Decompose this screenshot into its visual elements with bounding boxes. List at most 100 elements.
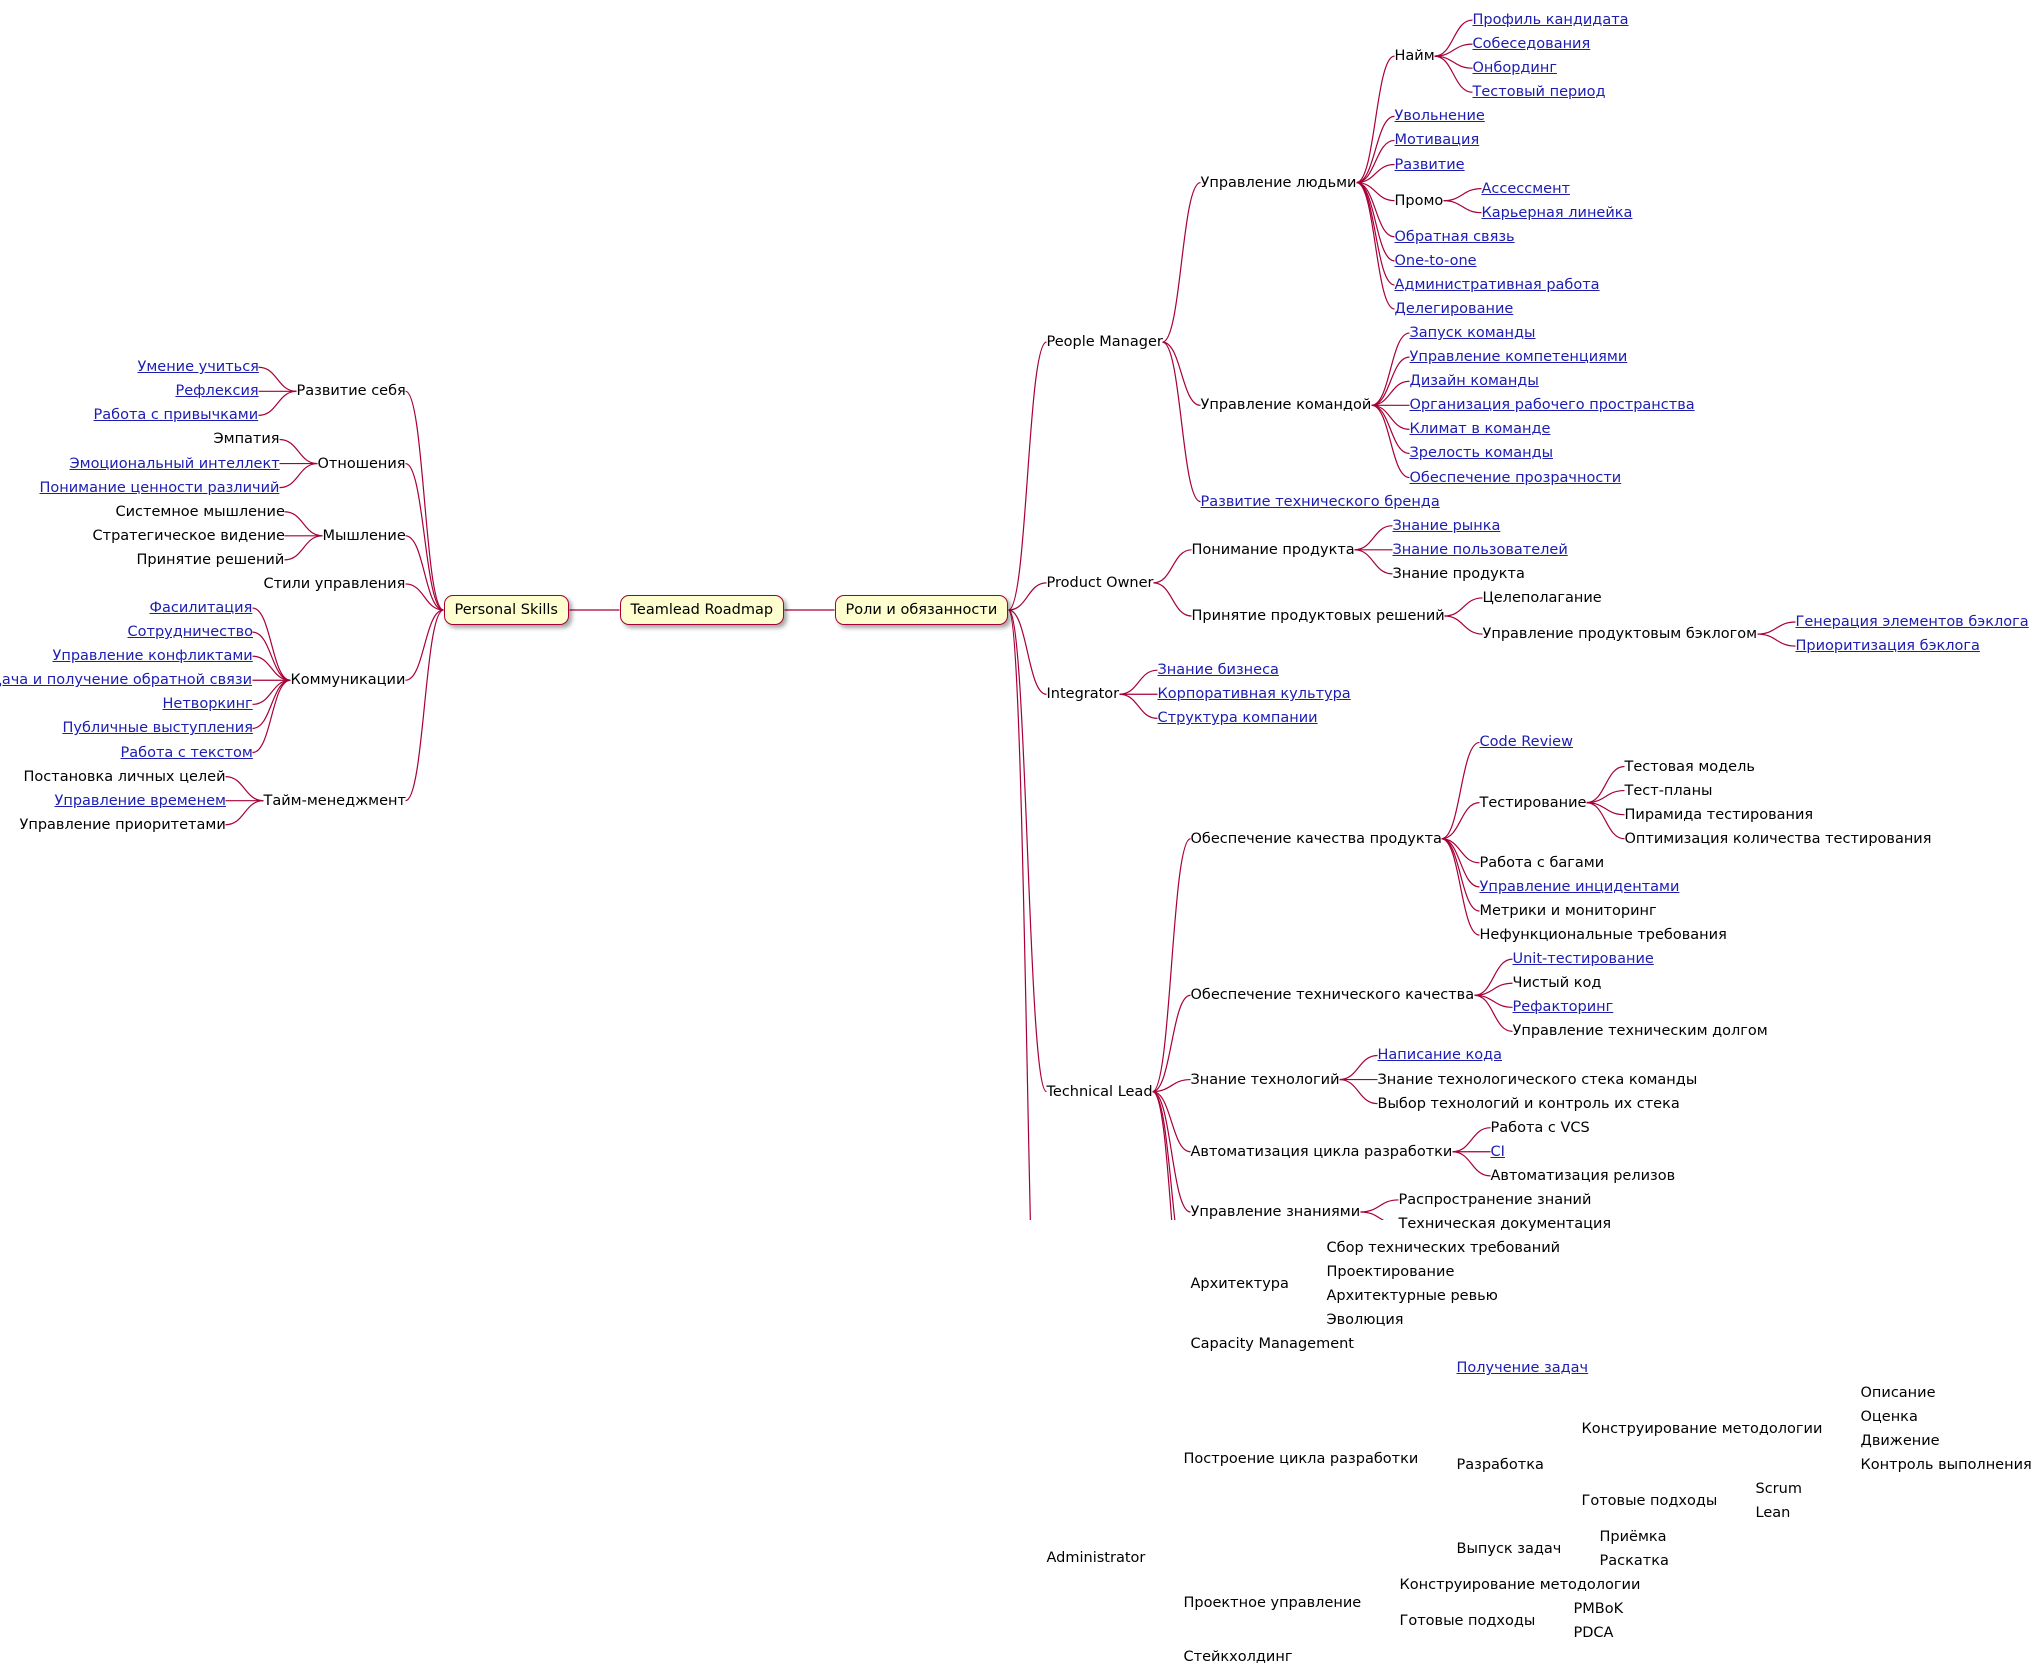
edge-node-публичные-выступления <box>252 679 291 730</box>
node-генерация-элементов-бэклога-link[interactable]: Генерация элементов бэклога <box>1795 614 2029 631</box>
node-pmbok: PMBoK <box>1573 1601 1624 1618</box>
node-корпоративная-культура-link[interactable]: Корпоративная культура <box>1157 686 1351 703</box>
node-тестовый-период-link[interactable]: Тестовый период <box>1472 84 1606 101</box>
edge-node-знание-технологий <box>1152 1078 1191 1093</box>
node-профиль-кандидата-link[interactable]: Профиль кандидата <box>1472 12 1629 29</box>
node-pdca: PDCA <box>1573 1625 1614 1642</box>
node-административная-работа-link[interactable]: Административная работа <box>1394 276 1600 293</box>
node-знание-рынка-link[interactable]: Знание рынка <box>1392 517 1501 534</box>
edge-node-понимание-ценности-различий <box>279 462 318 489</box>
node-развитие-технического-бренда-link[interactable]: Развитие технического бренда <box>1200 493 1440 510</box>
node-техническая-документация: Техническая документация <box>1398 1216 1612 1233</box>
node-работа-с-vcs: Работа с VCS <box>1490 1119 1590 1136</box>
edge-node-administrator <box>1007 609 1031 1220</box>
edge-node-тайм-менеджмент <box>405 609 444 802</box>
node-зрелость-команды-link[interactable]: Зрелость команды <box>1409 445 1554 462</box>
edge-node-тестирование <box>1441 802 1480 840</box>
node-организация-рабочего-пространства-link[interactable]: Организация рабочего пространства <box>1409 397 1695 414</box>
edge-node-обеспечение-качества-продукта <box>1152 838 1191 1093</box>
node-раскатка: Раскатка <box>1599 1553 1669 1570</box>
node-тестовая-модель: Тестовая модель <box>1624 758 1755 775</box>
edge-node-ассессмент <box>1443 187 1482 202</box>
edge-node-приоритизация-бэклога <box>1757 633 1796 647</box>
node-собеседования-link[interactable]: Собеседования <box>1472 36 1591 53</box>
edge-node-эмпатия <box>279 438 318 465</box>
node-сбор-технических-требований: Сбор технических требований <box>1326 1240 1561 1257</box>
edge-node-дизайн-команды <box>1371 380 1410 406</box>
node-мотивация-link[interactable]: Мотивация <box>1394 132 1480 149</box>
edge-node-метрики-и-мониторинг <box>1441 838 1480 912</box>
node-структура-компании-link[interactable]: Структура компании <box>1157 710 1318 727</box>
node-ci-link[interactable]: CI <box>1490 1143 1505 1160</box>
node-климат-в-команде-link[interactable]: Климат в команде <box>1409 421 1551 438</box>
node-управление-временем-link[interactable]: Управление временем <box>54 792 226 809</box>
node-архитектура: Архитектура <box>1190 1276 1289 1293</box>
node-тестирование: Тестирование <box>1479 794 1587 811</box>
node-знание-пользователей-link[interactable]: Знание пользователей <box>1392 541 1568 558</box>
edge-node-принятие-решений <box>284 535 323 561</box>
edge-node-генерация-элементов-бэклога <box>1757 621 1796 635</box>
node-конструирование-методологии: Конструирование методологии <box>1581 1420 1823 1437</box>
node-управление-компетенциями-link[interactable]: Управление компетенциями <box>1409 349 1628 366</box>
node-развитие-link[interactable]: Развитие <box>1394 156 1465 173</box>
edge-node-целеполагание <box>1444 597 1483 617</box>
node-приёмка: Приёмка <box>1599 1529 1667 1546</box>
node-получение-задач-link[interactable]: Получение задач <box>1456 1360 1589 1377</box>
edge-node-управление-продуктовым-бэклогом <box>1444 615 1483 635</box>
edge-node-управление-командой <box>1162 341 1201 406</box>
node-нетворкинг-link[interactable]: Нетворкинг <box>162 696 253 713</box>
node-умение-учиться-link[interactable]: Умение учиться <box>137 359 259 376</box>
edge-node-тестовый-период <box>1434 55 1473 93</box>
edge-node-постановка-личных-целей <box>225 775 264 802</box>
edge-node-сотрудничество <box>252 631 291 681</box>
node-фасилитация-link[interactable]: Фасилитация <box>149 600 253 617</box>
node-one-to-one-link[interactable]: One-to-one <box>1394 252 1477 269</box>
node-нефункциональные-требования: Нефункциональные требования <box>1479 927 1727 944</box>
node-стратегическое-видение: Стратегическое видение <box>92 527 285 544</box>
node-коммуникации: Коммуникации <box>290 672 406 689</box>
node-рефакторинг-link[interactable]: Рефакторинг <box>1512 999 1614 1016</box>
edge-node-people-manager <box>1007 341 1048 611</box>
node-увольнение-link[interactable]: Увольнение <box>1394 108 1485 125</box>
node-personal-skills-box: Personal Skills <box>443 595 569 625</box>
node-code-review-link[interactable]: Code Review <box>1479 734 1573 751</box>
edge-node-product-owner <box>1008 582 1047 611</box>
node-написание-кода-link[interactable]: Написание кода <box>1377 1047 1503 1064</box>
node-управление-инцидентами-link[interactable]: Управление инцидентами <box>1479 878 1680 895</box>
edge-node-обеспечение-технического-качества <box>1152 994 1191 1093</box>
node-понимание-ценности-различий-link[interactable]: Понимание ценности различий <box>39 479 280 496</box>
edge-node-работа-с-привычками <box>258 390 297 417</box>
edge-node-обеспечение-прозрачности <box>1371 404 1410 479</box>
edge-node-стили-управления <box>405 583 444 611</box>
edge-node-развитие-себя <box>405 390 444 611</box>
node-карьерная-линейка-link[interactable]: Карьерная линейка <box>1481 204 1633 221</box>
edge-node-системное-мышление <box>284 511 323 537</box>
node-сотрудничество-link[interactable]: Сотрудничество <box>127 624 253 641</box>
node-готовые-подходы: Готовые подходы <box>1399 1613 1536 1630</box>
node-обратная-связь-link[interactable]: Обратная связь <box>1394 228 1515 245</box>
node-дача-и-получение-обратной-связи-link[interactable]: Дача и получение обратной связи <box>0 672 253 689</box>
node-знание-бизнеса-link[interactable]: Знание бизнеса <box>1157 662 1279 679</box>
node-работа-с-привычками-link[interactable]: Работа с привычками <box>93 407 259 424</box>
edge-node-управление-инцидентами <box>1441 838 1480 888</box>
edge-node-профиль-кандидата <box>1434 19 1473 57</box>
node-дизайн-команды-link[interactable]: Дизайн команды <box>1409 373 1539 390</box>
edge-node-автоматизация-релизов <box>1452 1151 1491 1177</box>
node-разработка: Разработка <box>1456 1456 1544 1473</box>
node-обеспечение-прозрачности-link[interactable]: Обеспечение прозрачности <box>1409 469 1622 486</box>
node-онбординг-link[interactable]: Онбординг <box>1472 60 1557 77</box>
node-эмоциональный-интеллект-link[interactable]: Эмоциональный интеллект <box>69 455 280 472</box>
node-знание-технологического-стека-команды: Знание технологического стека команды <box>1377 1071 1698 1088</box>
node-рефлексия-link[interactable]: Рефлексия <box>175 383 259 400</box>
edge-node-принятие-продуктовых-решений <box>1153 582 1192 617</box>
node-приоритизация-бэклога-link[interactable]: Приоритизация бэклога <box>1795 638 1980 655</box>
node-системное-мышление: Системное мышление <box>115 503 285 520</box>
node-управление-конфликтами-link[interactable]: Управление конфликтами <box>52 648 253 665</box>
node-работа-с-текстом-link[interactable]: Работа с текстом <box>120 744 253 761</box>
node-administrator: Administrator <box>1046 1550 1146 1567</box>
node-unit-тестирование-link[interactable]: Unit-тестирование <box>1512 951 1654 968</box>
node-запуск-команды-link[interactable]: Запуск команды <box>1409 325 1536 342</box>
node-публичные-выступления-link[interactable]: Публичные выступления <box>62 720 253 737</box>
node-делегирование-link[interactable]: Делегирование <box>1394 300 1514 317</box>
node-ассессмент-link[interactable]: Ассессмент <box>1481 180 1571 197</box>
